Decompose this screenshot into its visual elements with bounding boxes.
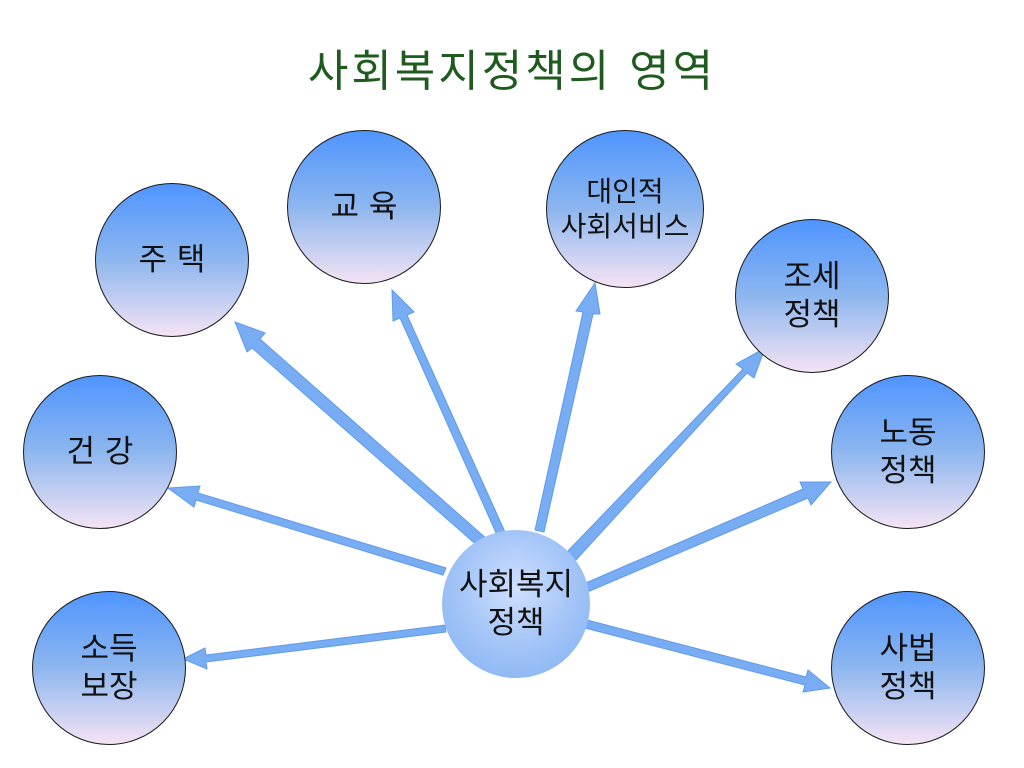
- node-judicial-policy-line1: 사법: [879, 631, 937, 667]
- node-health: 건 강: [23, 375, 177, 529]
- node-housing-line1: 주 택: [138, 242, 206, 278]
- arrow-to-judicial-policy: [584, 619, 832, 693]
- arrow-to-health: [166, 485, 447, 576]
- node-health-line1: 건 강: [66, 434, 134, 470]
- node-income-security-line1: 소득: [80, 631, 138, 667]
- node-personal-social-services-line1: 대인적: [586, 175, 664, 208]
- node-personal-social-services-line2: 사회서비스: [560, 210, 690, 243]
- arrow-to-income-security: [181, 624, 447, 670]
- center-node-line1: 사회복지: [458, 567, 574, 603]
- node-education-line1: 교 육: [330, 189, 398, 225]
- arrow-to-housing: [234, 321, 497, 556]
- center-node-social-welfare-policy: 사회복지 정책: [442, 530, 590, 678]
- node-judicial-policy: 사법 정책: [831, 591, 985, 745]
- node-labor-policy-line2: 정책: [879, 453, 937, 489]
- arrow-to-personal-social-services: [534, 281, 601, 533]
- node-tax-policy-line2: 정책: [783, 297, 841, 333]
- center-node-line2: 정책: [487, 605, 545, 641]
- node-income-security: 소득 보장: [32, 591, 186, 745]
- node-judicial-policy-line2: 정책: [879, 669, 937, 705]
- node-personal-social-services: 대인적 사회서비스: [546, 130, 704, 288]
- arrow-to-labor-policy: [580, 481, 833, 594]
- node-labor-policy-line1: 노동: [879, 415, 937, 451]
- node-tax-policy-line1: 조세: [783, 259, 841, 295]
- arrow-to-education: [391, 288, 506, 536]
- node-labor-policy: 노동 정책: [831, 375, 985, 529]
- node-income-security-line2: 보장: [80, 669, 138, 705]
- node-housing: 주 택: [95, 183, 249, 337]
- page-title: 사회복지정책의 영역: [307, 46, 717, 97]
- node-tax-policy: 조세 정책: [735, 219, 889, 373]
- node-education: 교 육: [287, 130, 441, 284]
- arrow-to-tax-policy: [565, 346, 766, 562]
